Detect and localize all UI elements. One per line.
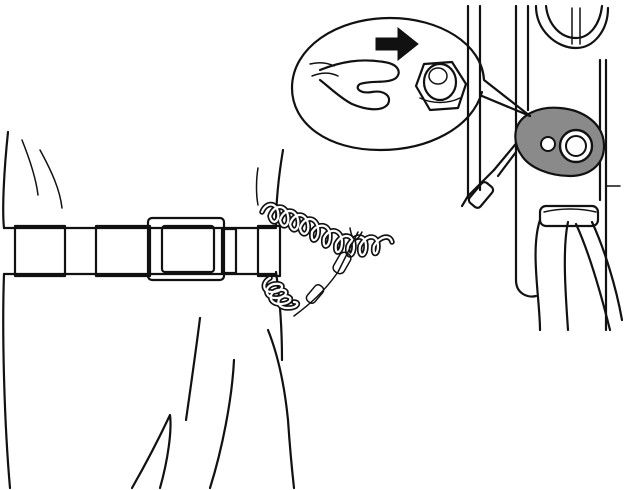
callout-stop-nut-icon [416,62,466,110]
leg-inner-right [210,360,234,488]
tube-1-left [536,220,540,330]
shirt-fold-right [257,168,259,205]
leg-crotch [132,415,171,488]
push-arrow-icon [376,28,418,60]
belt-loop-right [258,226,280,276]
coiled-lanyard-icon [262,205,392,317]
leg-fold-left [186,318,200,420]
stop-switch-icon [515,108,604,176]
operator-torso [3,132,294,488]
callout-clip-icon [310,60,399,109]
belt-loop-left [15,226,65,276]
torso-left-edge-lower [3,274,10,488]
belt [4,218,280,280]
belt-segment [96,226,150,276]
detail-callout [292,18,530,150]
frame-top-arc-inner [546,6,602,38]
tube-clamp-line [544,209,596,212]
shirt-fold-2 [40,150,62,208]
shirt-fold-1 [22,140,38,195]
tube-1-right [565,222,568,330]
torso-left-edge-upper [3,132,8,228]
callout-pointer [482,96,530,116]
